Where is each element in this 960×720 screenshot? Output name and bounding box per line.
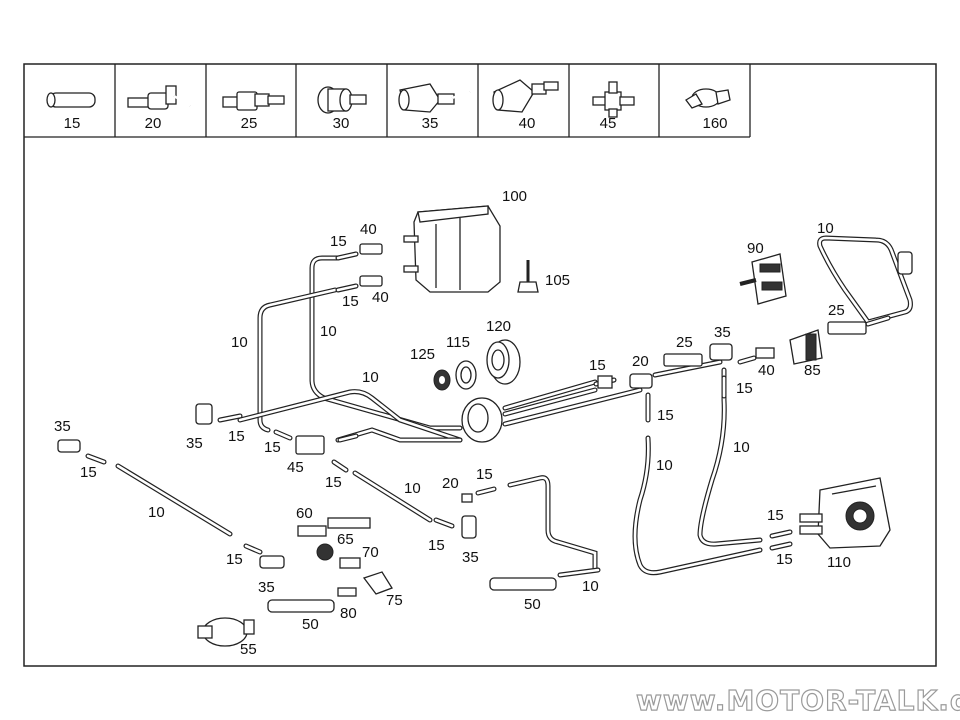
- callout-label: 20: [442, 475, 459, 492]
- callout-label: 10: [231, 334, 248, 351]
- vacuum-valve-body: [461, 397, 503, 443]
- watermark: www.MOTOR-TALK.de: [636, 684, 960, 717]
- callout-label: 10: [733, 439, 750, 456]
- legend-label: 30: [333, 115, 350, 132]
- connector-block-90: [739, 253, 787, 305]
- straight-connector-icon: [222, 91, 285, 111]
- callout-label: 90: [747, 240, 764, 257]
- callout-label: 15: [589, 357, 606, 374]
- legend-label: 20: [145, 115, 162, 132]
- callout-label: 105: [545, 272, 570, 289]
- diagram-frame: [23, 63, 937, 667]
- angled-valve-icon: [398, 83, 471, 113]
- callout-label: 10: [817, 220, 834, 237]
- callout-label: 50: [524, 596, 541, 613]
- callout-label: 15: [342, 293, 359, 310]
- vacuum-reservoir-100: [403, 205, 501, 293]
- callout-label: 10: [404, 480, 421, 497]
- vacuum-pump-110: [799, 477, 891, 549]
- nozzle-connector-icon: [492, 79, 559, 113]
- legend-label: 15: [64, 115, 81, 132]
- callout-label: 40: [372, 289, 389, 306]
- callout-label: 80: [340, 605, 357, 622]
- legend-label: 40: [519, 115, 536, 132]
- callout-label: 15: [325, 474, 342, 491]
- callout-label: 35: [186, 435, 203, 452]
- callout-label: 15: [736, 380, 753, 397]
- callout-label: 15: [80, 464, 97, 481]
- callout-label: 35: [258, 579, 275, 596]
- callout-label: 10: [582, 578, 599, 595]
- legend-label: 25: [241, 115, 258, 132]
- callout-label: 35: [714, 324, 731, 341]
- small-connectors: [57, 243, 913, 647]
- diaphragm-parts: [433, 339, 521, 391]
- callout-label: 15: [657, 407, 674, 424]
- hose-clamp-icon: [685, 88, 731, 109]
- legend-label: 35: [422, 115, 439, 132]
- callout-label: 45: [287, 459, 304, 476]
- callout-label: 125: [410, 346, 435, 363]
- callout-label: 10: [148, 504, 165, 521]
- screw-105: [517, 260, 539, 293]
- callout-label: 40: [758, 362, 775, 379]
- vacuum-lines: [85, 235, 913, 578]
- callout-label: 20: [632, 353, 649, 370]
- legend-strip: 15 20 25 30 35 40 45 160: [24, 64, 751, 138]
- callout-label: 10: [656, 457, 673, 474]
- legend-label: 160: [702, 115, 727, 132]
- callout-label: 15: [767, 507, 784, 524]
- callout-label: 115: [446, 334, 470, 351]
- callout-label: 15: [264, 439, 281, 456]
- callout-label: 75: [386, 592, 403, 609]
- cross-connector-icon: [592, 81, 635, 118]
- callout-label: 15: [776, 551, 793, 568]
- connector-85: [789, 329, 823, 365]
- callout-label: 60: [296, 505, 313, 522]
- callout-label: 25: [828, 302, 845, 319]
- callout-label: 110: [827, 554, 851, 571]
- callout-label: 65: [337, 531, 354, 548]
- elbow-connector-icon: [127, 85, 191, 110]
- callout-label: 25: [676, 334, 693, 351]
- check-valve-icon: [317, 86, 367, 114]
- callout-label: 40: [360, 221, 377, 238]
- callout-label: 35: [462, 549, 479, 566]
- callout-label: 15: [228, 428, 245, 445]
- callout-label: 10: [320, 323, 337, 340]
- hose-piece-icon: [46, 92, 96, 108]
- callout-label: 100: [502, 188, 527, 205]
- callout-labels: 100 105 40 15 15 40 10 10 10 125 115 120…: [54, 188, 851, 658]
- callout-label: 15: [330, 233, 347, 250]
- callout-label: 70: [362, 544, 379, 561]
- callout-label: 15: [428, 537, 445, 554]
- callout-label: 15: [226, 551, 243, 568]
- callout-label: 85: [804, 362, 821, 379]
- callout-label: 55: [240, 641, 257, 658]
- callout-label: 50: [302, 616, 319, 633]
- callout-label: 120: [486, 318, 511, 335]
- callout-label: 15: [476, 466, 493, 483]
- callout-label: 35: [54, 418, 71, 435]
- legend-label: 45: [600, 115, 617, 132]
- callout-label: 10: [362, 369, 379, 386]
